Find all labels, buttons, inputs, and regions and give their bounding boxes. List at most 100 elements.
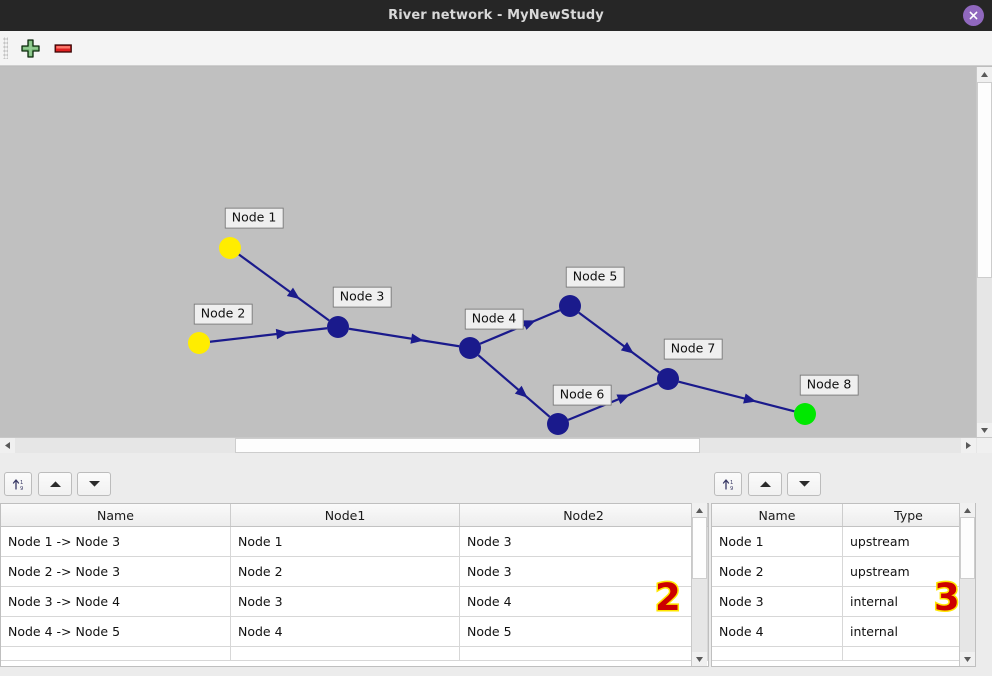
reaches-vertical-scrollbar[interactable] <box>691 503 707 666</box>
graph-node-label-node-5[interactable]: Node 5 <box>565 266 625 288</box>
table-cell[interactable]: Node 4 <box>231 617 460 646</box>
reaches-move-down-button[interactable] <box>77 472 111 496</box>
window-titlebar: River network - MyNewStudy <box>0 0 992 31</box>
graph-vscroll-thumb[interactable] <box>977 82 992 278</box>
graph-hscroll-thumb[interactable] <box>235 438 700 453</box>
table-cell-empty[interactable] <box>843 647 975 660</box>
table-cell[interactable]: internal <box>843 617 975 646</box>
graph-edge-arrow-icon <box>514 385 528 398</box>
graph-scroll-down-icon[interactable] <box>977 423 992 438</box>
graph-edge[interactable] <box>238 253 330 322</box>
graph-node-label-node-4[interactable]: Node 4 <box>464 308 524 330</box>
graph-node-node-7[interactable] <box>657 368 679 390</box>
reaches-scroll-up-icon[interactable] <box>692 503 707 517</box>
graph-node-label-node-3[interactable]: Node 3 <box>332 286 392 308</box>
graph-scroll-right-icon[interactable] <box>961 438 976 453</box>
reaches-sort-button[interactable]: 1 9 <box>4 472 32 496</box>
table-cell[interactable]: Node 4 <box>460 587 708 616</box>
graph-node-node-6[interactable] <box>547 413 569 435</box>
nodes-move-up-button[interactable] <box>748 472 782 496</box>
graph-node-label-node-6[interactable]: Node 6 <box>552 384 612 406</box>
table-cell-empty[interactable] <box>712 647 843 660</box>
table-cell-empty[interactable] <box>1 647 231 660</box>
graph-horizontal-scrollbar[interactable] <box>0 437 992 453</box>
nodes-sort-button[interactable]: 1 9 <box>714 472 742 496</box>
table-row-empty[interactable] <box>1 647 708 661</box>
graph-scroll-left-icon[interactable] <box>0 438 15 453</box>
table-cell[interactable]: Node 4 -> Node 5 <box>1 617 231 646</box>
table-cell[interactable]: Node 1 -> Node 3 <box>1 527 231 556</box>
graph-scroll-up-icon[interactable] <box>977 67 992 82</box>
graph-node-node-3[interactable] <box>327 316 349 338</box>
table-cell[interactable]: Node 3 -> Node 4 <box>1 587 231 616</box>
graph-node-label-node-7[interactable]: Node 7 <box>663 338 723 360</box>
table-cell-empty[interactable] <box>231 647 460 660</box>
table-cell[interactable]: Node 3 <box>231 587 460 616</box>
column-header-node2[interactable]: Node2 <box>460 504 708 526</box>
add-plus-icon[interactable] <box>17 35 43 61</box>
annotation-marker-3: 3 <box>933 576 962 619</box>
graph-edge[interactable] <box>348 327 460 348</box>
network-graph-svg <box>209 253 795 421</box>
toolbar-grip[interactable] <box>3 37 8 59</box>
graph-node-node-4[interactable] <box>459 337 481 359</box>
table-cell[interactable]: Node 2 <box>231 557 460 586</box>
nodes-vertical-scrollbar[interactable] <box>959 503 975 666</box>
reaches-move-up-button[interactable] <box>38 472 72 496</box>
table-cell[interactable]: Node 2 <box>712 557 843 586</box>
graph-edge[interactable] <box>209 327 328 343</box>
graph-node-label-node-2[interactable]: Node 2 <box>193 303 253 325</box>
table-cell[interactable]: Node 5 <box>460 617 708 646</box>
graph-edge[interactable] <box>678 380 795 413</box>
column-header-type[interactable]: Type <box>843 504 975 526</box>
graph-edge[interactable] <box>477 354 551 418</box>
graph-node-label-node-8[interactable]: Node 8 <box>799 374 859 396</box>
reaches-vscroll-thumb[interactable] <box>692 517 707 579</box>
column-header-name[interactable]: Name <box>1 504 231 526</box>
close-icon[interactable] <box>963 5 984 26</box>
graph-node-label-node-1[interactable]: Node 1 <box>224 207 284 229</box>
network-graph-canvas[interactable]: Node 1 Node 2 Node 3 Node 4 Node 5 Node 6 Node… <box>0 67 976 454</box>
table-cell[interactable]: Node 1 <box>712 527 843 556</box>
table-cell[interactable]: Node 4 <box>712 617 843 646</box>
table-cell[interactable]: Node 2 -> Node 3 <box>1 557 231 586</box>
delete-rectangle-icon[interactable] <box>50 35 76 61</box>
graph-edge-arrow-icon <box>275 328 289 340</box>
graph-edge[interactable] <box>567 382 659 421</box>
move-down-icon <box>798 481 810 487</box>
nodes-scroll-up-icon[interactable] <box>960 503 975 517</box>
graph-node-node-2[interactable] <box>188 332 210 354</box>
graph-vertical-scrollbar[interactable] <box>976 67 992 438</box>
column-header-node1[interactable]: Node1 <box>231 504 460 526</box>
reaches-scroll-down-icon[interactable] <box>692 652 707 666</box>
table-cell[interactable]: Node 1 <box>231 527 460 556</box>
table-row-empty[interactable] <box>712 647 975 661</box>
graph-node-node-1[interactable] <box>219 237 241 259</box>
column-header-name[interactable]: Name <box>712 504 843 526</box>
table-cell[interactable]: Node 3 <box>460 557 708 586</box>
table-cell-empty[interactable] <box>460 647 708 660</box>
graph-edge[interactable] <box>578 311 660 374</box>
svg-text:1: 1 <box>20 480 23 486</box>
graph-node-node-5[interactable] <box>559 295 581 317</box>
nodes-vscroll-thumb[interactable] <box>960 517 975 579</box>
table-cell[interactable]: Node 3 <box>712 587 843 616</box>
table-cell[interactable]: upstream <box>843 527 975 556</box>
nodes-move-down-button[interactable] <box>787 472 821 496</box>
graph-node-node-8[interactable] <box>794 403 816 425</box>
table-cell[interactable]: Node 3 <box>460 527 708 556</box>
nodes-scroll-down-icon[interactable] <box>960 652 975 666</box>
